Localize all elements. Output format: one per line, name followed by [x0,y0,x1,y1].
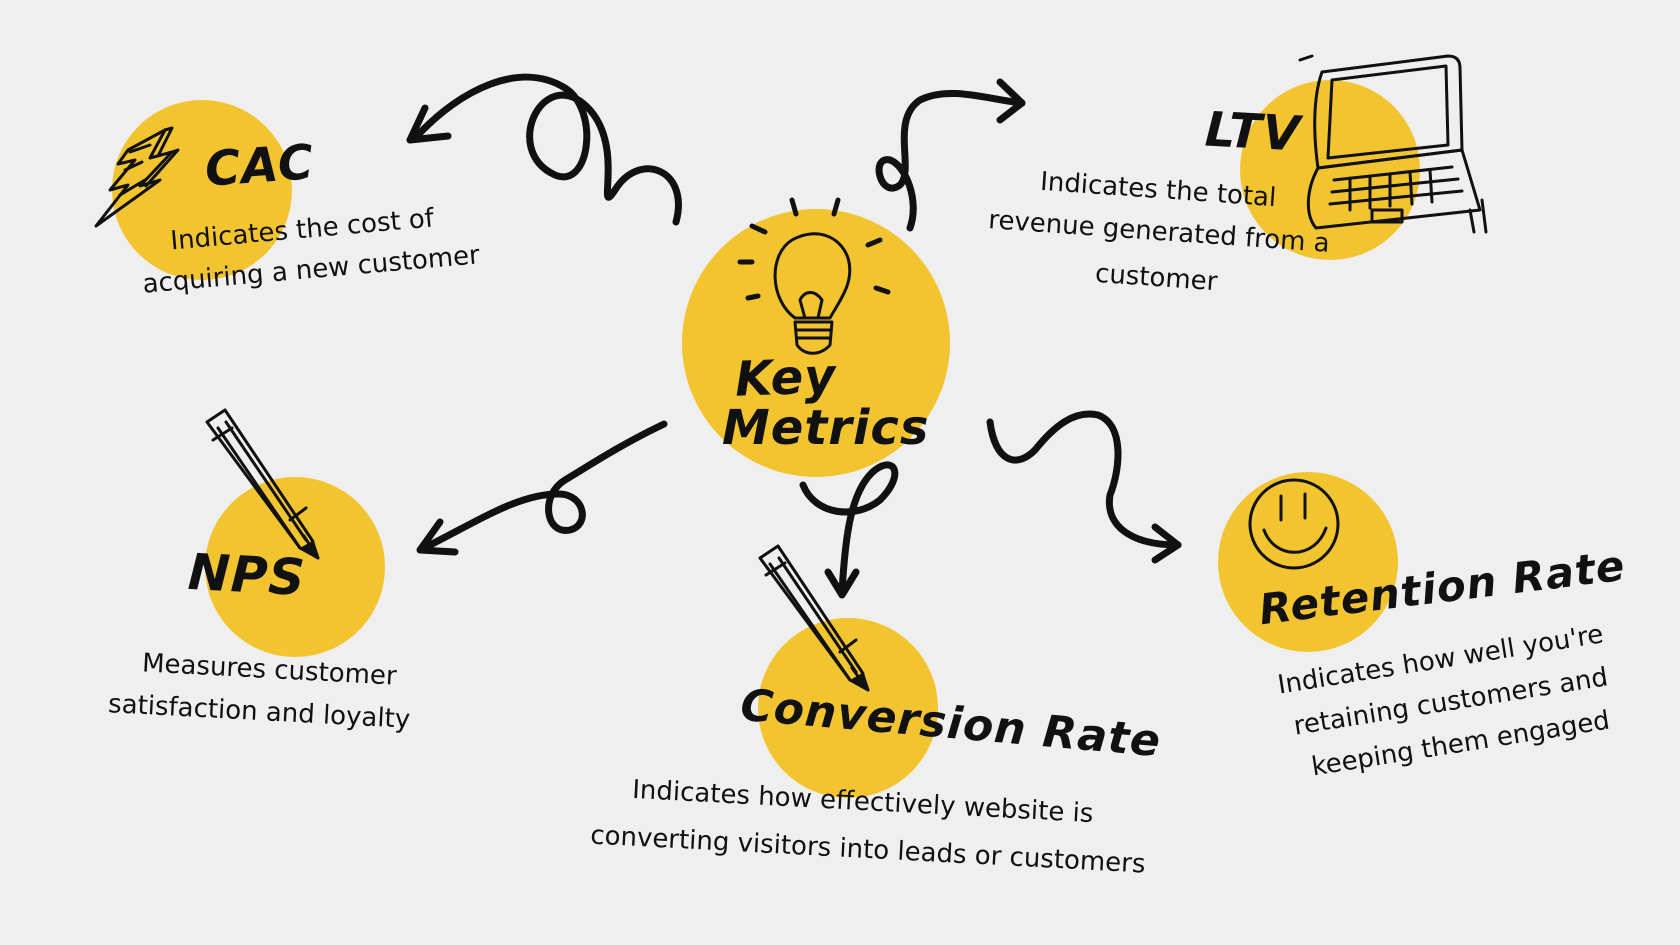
laptop-icon [1298,54,1488,234]
center-title-line1: Key [734,348,838,408]
arrow-to-cac [406,73,682,226]
smiley-icon [1248,478,1340,570]
arrow-to-retention [986,410,1182,564]
center-blob [682,209,950,477]
arrow-to-ltv [875,78,1026,232]
lightning-icon [94,126,180,228]
pencil-icon [205,408,320,560]
conversion-blob [758,618,938,798]
nps-blob [205,477,385,657]
lightbulb-icon [737,197,891,355]
arrow-to-conversion [799,461,899,599]
ltv-blob [1240,80,1420,260]
retention-blob [1218,472,1398,652]
cac-title: CAC [203,134,316,198]
ltv-desc-line3: customer [1094,258,1219,298]
nps-title: NPS [186,542,307,608]
arrow-to-nps [416,420,668,556]
ltv-title: LTV [1203,101,1302,163]
pencil-icon [758,544,870,692]
center-title-line2: Metrics [722,400,930,456]
